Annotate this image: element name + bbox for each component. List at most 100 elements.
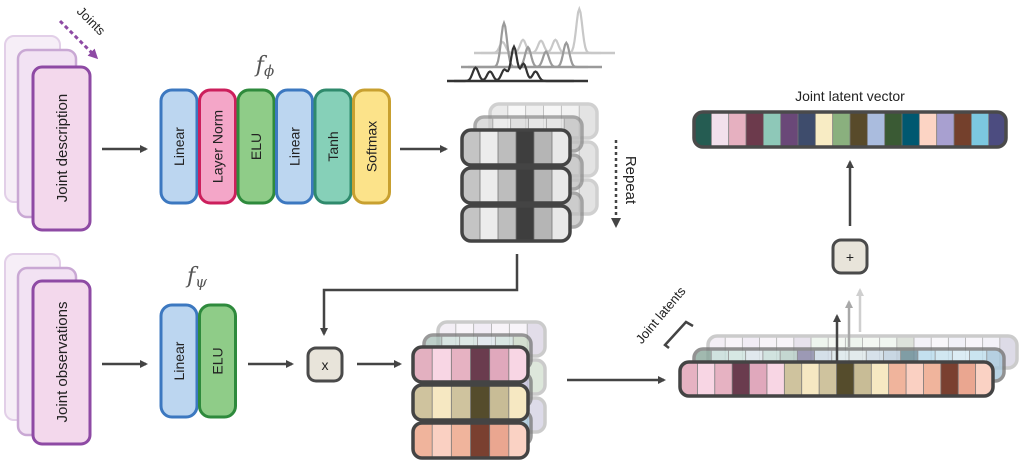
- cell: [533, 168, 553, 203]
- layer-label: ELU: [248, 133, 264, 160]
- cell: [797, 112, 817, 147]
- joint-latent-vector-title: Joint latent vector: [795, 88, 905, 104]
- joint-observations-stack: Joint observations: [4, 253, 92, 446]
- layer-label: Linear: [287, 127, 303, 166]
- cell: [970, 112, 990, 147]
- f-phi-layer-linear[interactable]: Linear: [275, 88, 314, 205]
- cell: [431, 347, 453, 382]
- cell: [884, 112, 903, 147]
- cell: [489, 423, 510, 458]
- f-psi-layer-linear[interactable]: Linear: [159, 303, 199, 419]
- f-phi-layer-linear[interactable]: Linear: [159, 88, 199, 205]
- cell: [957, 362, 977, 396]
- cell: [413, 423, 434, 458]
- weighted-features-stack: [411, 320, 547, 460]
- cell: [745, 112, 765, 147]
- cell: [975, 362, 993, 396]
- f-phi-layer-softmax[interactable]: Softmax: [352, 88, 391, 205]
- attention-weights-stack: [460, 102, 599, 243]
- attention-front-row: [460, 204, 572, 243]
- layer-label: Softmax: [364, 121, 380, 172]
- f-psi-network: Linear ELU: [159, 303, 237, 419]
- distribution-joint-3: [474, 5, 615, 55]
- cell: [551, 206, 570, 241]
- weighted-front-row: [411, 383, 530, 422]
- attention-front-row: [460, 128, 572, 167]
- joint-latents-stack: [678, 334, 1019, 398]
- cell: [450, 385, 472, 420]
- joint-description-stack: Joint description: [4, 35, 92, 232]
- f-psi-layer-elu[interactable]: ELU: [198, 303, 237, 419]
- cell: [413, 347, 434, 382]
- cell: [940, 362, 960, 396]
- cell: [515, 206, 535, 241]
- cell: [450, 423, 472, 458]
- cell: [728, 112, 747, 147]
- cell: [450, 347, 472, 382]
- cell: [923, 362, 942, 396]
- layer-label: ELU: [210, 347, 226, 374]
- cell: [766, 362, 786, 396]
- cell: [479, 168, 499, 203]
- cell: [431, 423, 453, 458]
- cell: [551, 130, 570, 165]
- joint-observations-label: Joint observations: [54, 302, 71, 423]
- cell: [866, 112, 886, 147]
- joint-latent-vector: [692, 110, 1008, 149]
- cell: [515, 130, 535, 165]
- joint-description-label: Joint description: [54, 94, 71, 202]
- multiply-operator[interactable]: x: [306, 346, 344, 383]
- cell: [936, 112, 955, 147]
- attention-front-row: [460, 166, 572, 205]
- joint-latents-label: Joint latents: [633, 283, 689, 346]
- cell: [515, 168, 535, 203]
- cell: [470, 385, 491, 420]
- cell: [905, 362, 925, 396]
- joint-observations-box[interactable]: [31, 279, 92, 446]
- cell: [888, 362, 907, 396]
- joints-label: Joints: [74, 4, 109, 39]
- cell: [413, 385, 434, 420]
- cell: [853, 362, 873, 396]
- cell: [508, 347, 528, 382]
- distribution-joint-2: [461, 19, 602, 69]
- cell: [508, 385, 528, 420]
- cell: [783, 362, 803, 396]
- joint-latents-bracket: Joint latents: [633, 283, 694, 349]
- cell: [762, 112, 782, 147]
- f-phi-layer-layer-norm[interactable]: Layer Norm: [198, 88, 237, 205]
- joint-description-box[interactable]: [31, 65, 92, 232]
- distribution-curve: [468, 19, 588, 69]
- add-operator[interactable]: +: [831, 238, 869, 275]
- cell: [849, 112, 869, 147]
- cell: [497, 168, 517, 203]
- cell: [780, 112, 799, 147]
- cell: [497, 130, 517, 165]
- repeat-label: Repeat: [622, 156, 639, 205]
- weighted-front-row: [411, 345, 530, 384]
- cell: [832, 112, 851, 147]
- cell: [749, 362, 768, 396]
- cell: [497, 206, 517, 241]
- cell: [710, 112, 730, 147]
- distribution-curve: [454, 43, 574, 83]
- f-phi-layer-tanh[interactable]: Tanh: [313, 88, 353, 205]
- repeat-arrow: Repeat: [611, 140, 639, 228]
- multiply-symbol: x: [322, 357, 329, 373]
- layer-label: Layer Norm: [210, 110, 226, 183]
- cell: [953, 112, 973, 147]
- weighted-front-row: [411, 421, 530, 460]
- layer-label: Linear: [171, 341, 187, 380]
- arrow-attention-to-multiply: [320, 254, 519, 336]
- cell: [901, 112, 921, 147]
- cell: [470, 423, 491, 458]
- f-phi-layer-elu[interactable]: ELU: [236, 88, 276, 205]
- layer-label: Linear: [171, 127, 187, 166]
- cell: [489, 385, 510, 420]
- cell: [731, 362, 751, 396]
- cell: [479, 206, 499, 241]
- cell: [508, 423, 528, 458]
- cell: [801, 362, 821, 396]
- cell: [533, 206, 553, 241]
